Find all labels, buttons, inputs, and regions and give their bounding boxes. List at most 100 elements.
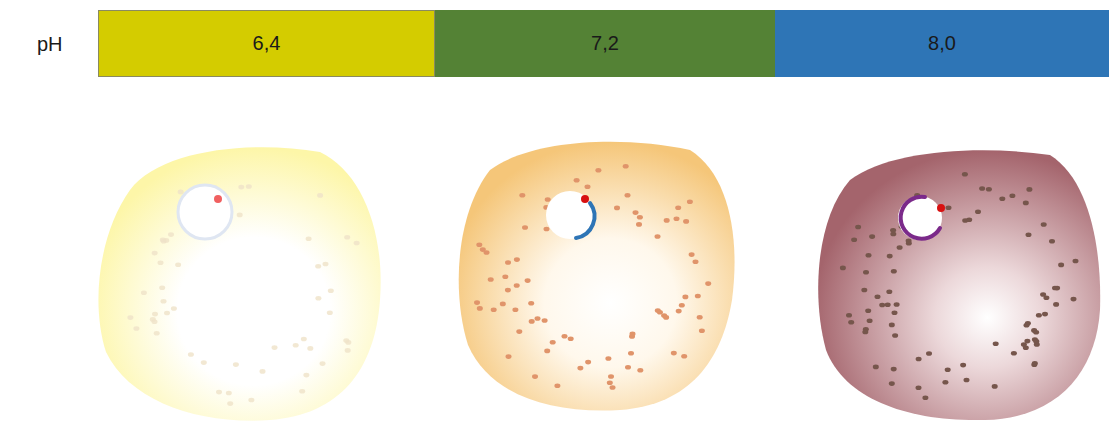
ph-value: 8,0	[928, 32, 956, 55]
granule	[1053, 302, 1059, 307]
granule	[260, 369, 266, 374]
granule	[966, 218, 972, 223]
granule	[585, 184, 591, 189]
granule	[1033, 339, 1039, 344]
granule	[607, 381, 613, 386]
granules-neutral	[474, 164, 711, 390]
granule	[488, 277, 494, 282]
granule	[529, 319, 535, 324]
granule	[1033, 330, 1039, 335]
granule	[491, 307, 497, 312]
ph-value: 7,2	[591, 32, 619, 55]
granule	[514, 283, 520, 288]
granule	[674, 216, 680, 221]
granule	[695, 294, 701, 299]
granule	[152, 312, 158, 317]
granule	[681, 354, 687, 359]
granule	[506, 354, 512, 359]
granule	[906, 241, 912, 246]
granule	[500, 302, 506, 307]
granule	[545, 197, 551, 202]
granule	[293, 343, 299, 348]
granule	[848, 320, 854, 325]
granules-acidic	[127, 184, 359, 406]
granule	[474, 300, 480, 305]
granule	[705, 281, 711, 286]
purple-arc	[901, 197, 940, 239]
granule	[1024, 339, 1030, 344]
granule	[887, 254, 893, 259]
granule	[689, 252, 695, 257]
granule	[846, 313, 852, 318]
granule	[840, 266, 846, 271]
granule	[962, 172, 968, 177]
granule	[633, 210, 639, 215]
ph-band: 7,2	[435, 10, 775, 77]
cell-acidic	[98, 147, 380, 420]
granule	[891, 367, 897, 372]
granule	[1052, 286, 1058, 291]
granule	[505, 288, 511, 293]
granule	[226, 391, 232, 396]
granule	[867, 318, 873, 323]
granule	[960, 363, 966, 368]
granule	[164, 311, 170, 316]
granule	[178, 190, 184, 195]
granule	[614, 206, 620, 211]
granule	[237, 213, 243, 218]
granule	[328, 288, 334, 293]
granule	[682, 295, 688, 300]
granule	[303, 373, 309, 378]
granule	[585, 360, 591, 365]
granule	[154, 331, 160, 336]
granule	[542, 318, 548, 323]
granule	[161, 299, 167, 304]
granule	[171, 306, 177, 311]
nucleus	[546, 191, 594, 239]
granule	[301, 337, 307, 342]
granule	[655, 234, 661, 239]
red-marker	[581, 195, 589, 203]
granule	[866, 253, 872, 258]
nucleus	[178, 185, 232, 239]
granule	[1026, 232, 1032, 237]
granule	[605, 356, 611, 361]
granule	[942, 380, 948, 385]
granule	[159, 285, 165, 290]
granule	[502, 275, 508, 280]
granule	[315, 296, 321, 301]
granule	[697, 315, 703, 320]
granule	[188, 352, 194, 357]
granule	[525, 278, 531, 283]
granule	[160, 237, 166, 242]
granule	[1040, 292, 1046, 297]
granule	[879, 303, 885, 308]
granule	[227, 401, 233, 406]
granule	[577, 366, 583, 371]
granule	[869, 234, 875, 239]
granule	[299, 389, 305, 394]
granule	[916, 357, 922, 362]
granule	[897, 245, 903, 250]
granule	[889, 323, 895, 328]
granule	[637, 215, 643, 220]
granule	[1025, 321, 1031, 326]
granule	[158, 261, 164, 266]
granule	[248, 398, 254, 403]
granule	[512, 307, 518, 312]
granule	[630, 332, 636, 337]
granule	[1041, 222, 1047, 227]
granule	[152, 320, 158, 325]
granule	[562, 334, 568, 339]
granule	[1036, 313, 1042, 318]
granule	[687, 200, 693, 205]
granule	[127, 315, 133, 320]
granule	[693, 259, 699, 264]
granule	[993, 341, 999, 346]
granule	[671, 351, 677, 356]
granule	[152, 251, 158, 256]
cell-basic	[818, 150, 1100, 420]
granule	[246, 184, 252, 189]
granule	[608, 374, 614, 379]
granule	[477, 306, 483, 311]
